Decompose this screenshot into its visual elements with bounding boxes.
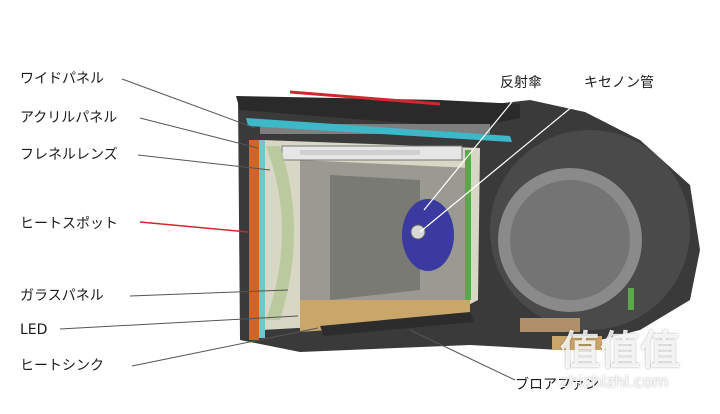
label-glass-panel: ガラスパネル [20, 288, 104, 304]
leader-fresnel [137, 154, 271, 171]
label-acrylic-panel: アクリルパネル [20, 110, 118, 126]
fresnel-lens-shape [266, 146, 294, 320]
leader-reflector [423, 91, 521, 211]
round-housing-center [510, 180, 630, 300]
watermark-glyphs: 值值值 [560, 328, 680, 374]
label-xenon-tube: キセノン管 [584, 75, 654, 91]
blower-fan-shape [320, 312, 474, 336]
label-wide-panel: ワイドパネル [20, 71, 104, 87]
leader-wide-panel [121, 78, 256, 129]
top-rail-rod [300, 150, 420, 155]
watermark-site: zhizhizhi.com [560, 372, 669, 391]
cyan-top-strip [246, 118, 512, 142]
label-fresnel-lens: フレネルレンズ [20, 147, 118, 163]
label-blower-fan: ブロアファン [515, 377, 599, 393]
leader-blower [409, 329, 516, 381]
green-strip [465, 150, 471, 300]
xenon-tube-shape [410, 224, 426, 240]
label-led: LED [20, 322, 48, 338]
reflector-shape [402, 199, 454, 271]
label-reflector: 反射傘 [500, 75, 542, 91]
top-red-accent [289, 90, 441, 106]
leader-xenon [419, 91, 591, 233]
right-port-green [628, 288, 634, 310]
leader-glass [129, 289, 289, 297]
right-connector-2 [552, 336, 602, 350]
label-heat-spot: ヒートスポット [20, 216, 118, 232]
orange-front-panel [249, 140, 259, 340]
leader-heatsink [131, 327, 319, 367]
leader-acrylic [139, 117, 259, 149]
acrylic-layer [259, 140, 265, 338]
inner-dark [330, 175, 420, 300]
leader-led [59, 315, 299, 330]
housing-top [236, 96, 520, 128]
right-connector [520, 318, 580, 332]
heat-spot-leader [139, 221, 249, 233]
label-heat-sink: ヒートシンク [20, 358, 104, 374]
